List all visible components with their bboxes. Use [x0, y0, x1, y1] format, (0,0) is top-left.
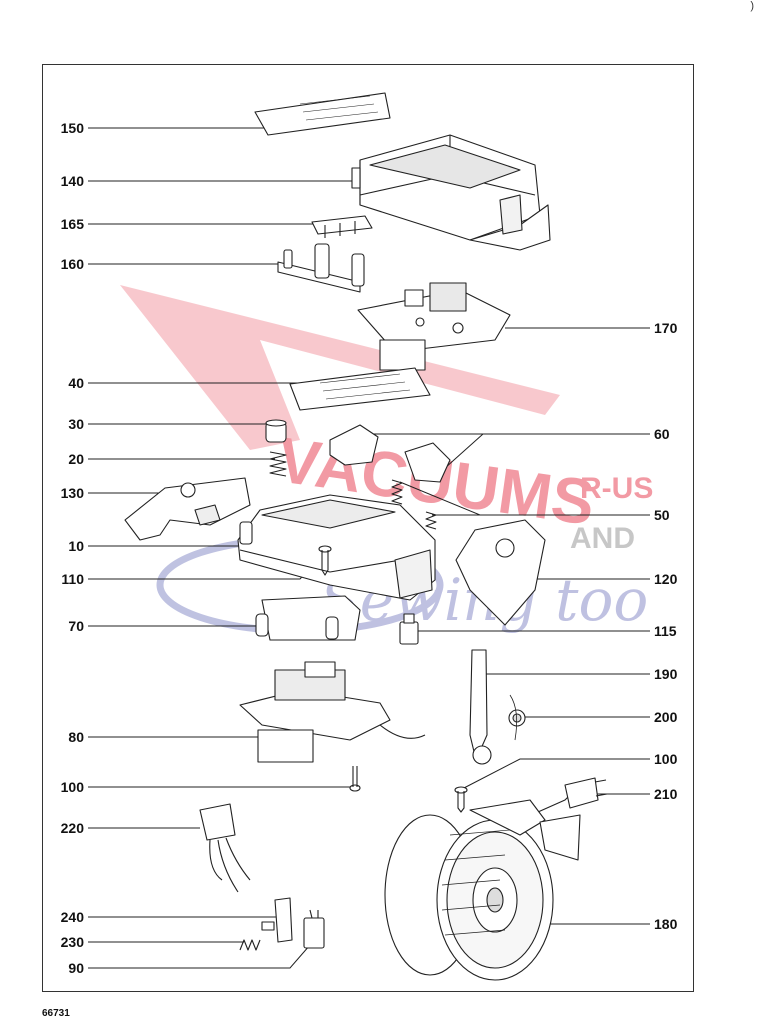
part-230-spring	[239, 939, 261, 951]
callout-165: 165	[60, 216, 84, 232]
callout-140: 140	[60, 173, 84, 189]
callout-190: 190	[654, 666, 678, 682]
callout-210: 210	[654, 786, 678, 802]
callout-110: 110	[61, 571, 84, 587]
part-180-cable-reel	[384, 799, 581, 981]
callout-170: 170	[654, 320, 678, 336]
callout-80: 80	[68, 729, 84, 745]
watermark-suffix-2: AND	[570, 522, 635, 555]
part-165-bar	[311, 215, 373, 238]
part-120-cover	[455, 519, 546, 626]
callout-200: 200	[654, 709, 678, 725]
part-140-upper-housing	[351, 134, 551, 251]
part-90-micro-switch	[303, 909, 325, 949]
part-10-chassis	[237, 494, 436, 601]
callout-220: 220	[60, 820, 84, 836]
callout-120: 120	[654, 571, 678, 587]
part-80-circuit-board	[239, 661, 426, 763]
leader-lines-right	[365, 327, 650, 925]
callout-20: 20	[68, 451, 84, 467]
part-100-screw-right	[454, 786, 468, 813]
part-30-cap	[265, 419, 287, 443]
callout-160: 160	[60, 256, 84, 272]
callout-180: 180	[654, 916, 678, 932]
part-150-label-plate	[254, 92, 391, 136]
part-200-wheel	[508, 694, 526, 741]
callout-40: 40	[68, 375, 84, 391]
diagram-frame	[42, 64, 694, 992]
part-190-lever	[469, 649, 492, 765]
callout-150: 150	[60, 120, 84, 136]
callout-115: 115	[654, 623, 677, 639]
callout-240: 240	[60, 909, 84, 925]
part-220-plug-connector	[199, 803, 251, 893]
part-130-left-cover	[124, 477, 251, 541]
callout-130: 130	[60, 485, 84, 501]
corner-mark: )	[750, 0, 754, 12]
parts	[124, 92, 608, 981]
callout-70: 70	[68, 618, 84, 634]
part-110-screw	[318, 545, 332, 576]
part-60-switch-caps	[329, 424, 451, 483]
part-40-label-plate	[289, 367, 431, 411]
callout-30: 30	[68, 416, 84, 432]
callout-50: 50	[654, 507, 670, 523]
part-240-bracket	[261, 897, 293, 943]
part-70-connector	[255, 595, 361, 641]
part-210-power-cord	[519, 777, 608, 821]
part-115-switch	[399, 613, 419, 645]
part-20-spring	[269, 451, 287, 477]
callout-230: 230	[60, 934, 84, 950]
part-160-bracket	[277, 243, 365, 293]
part-100-screw-left	[349, 766, 361, 792]
callout-10: 10	[68, 538, 84, 554]
watermark-suffix-1: R-US	[580, 472, 653, 505]
part-50-springs	[391, 479, 437, 530]
callout-60: 60	[654, 426, 670, 442]
callout-100-right: 100	[654, 751, 678, 767]
callout-100-left: 100	[60, 779, 84, 795]
document-number: 66731	[42, 1008, 70, 1019]
callout-90: 90	[68, 960, 84, 976]
part-170-circuit-board	[357, 282, 511, 371]
watermark-red-swoosh	[120, 285, 560, 450]
